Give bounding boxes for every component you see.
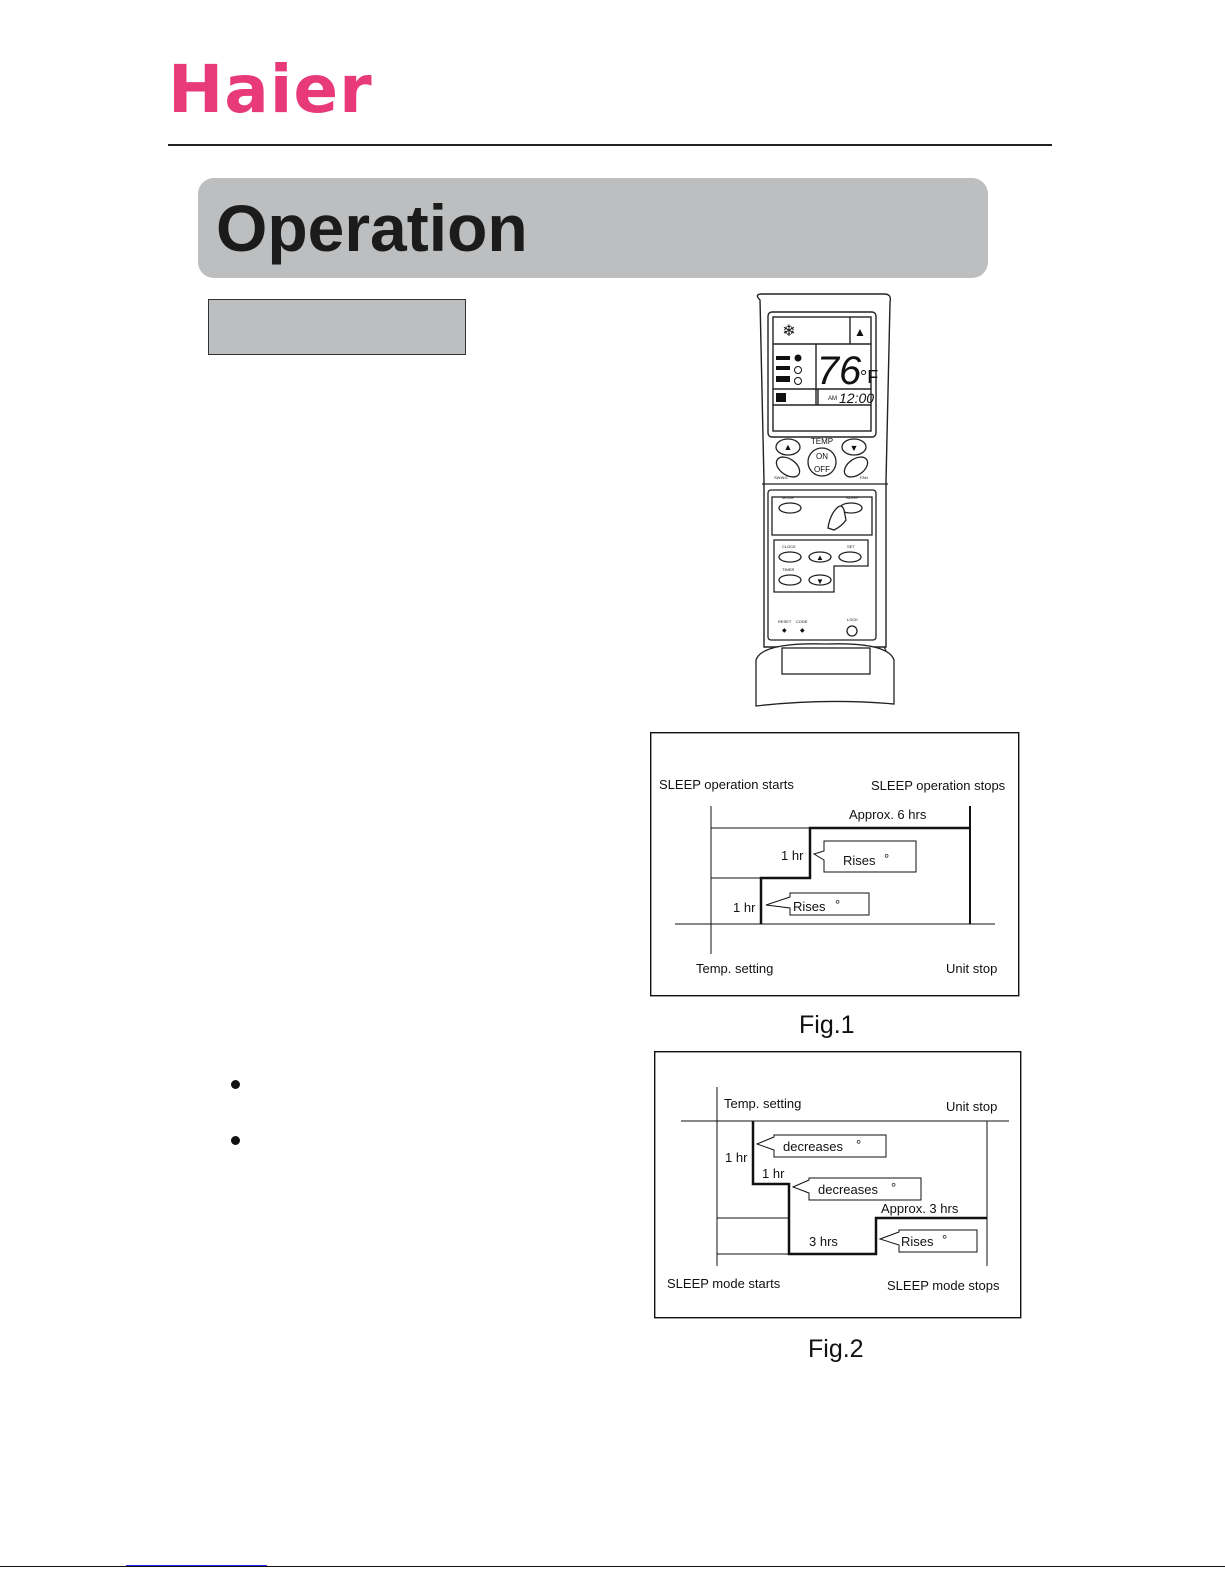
fig1-note-upper: Rises	[843, 853, 876, 868]
footer-link-underline[interactable]	[126, 1565, 267, 1566]
clock-button	[778, 551, 802, 563]
clock-up-button	[808, 551, 832, 563]
fig1-temp-setting-label: Temp. setting	[696, 961, 773, 976]
temp-label: TEMP	[811, 437, 833, 446]
temp-down-button	[841, 438, 867, 456]
fig2-callout-2	[791, 1177, 922, 1201]
fig2-caption: Fig.2	[808, 1335, 864, 1363]
lower-panel	[767, 489, 877, 641]
fig2-duration-label: Approx. 3 hrs	[881, 1201, 959, 1216]
bullet-point	[231, 1080, 240, 1089]
clock-label: CLOCK	[782, 544, 796, 549]
moon-icon	[776, 393, 786, 402]
fig2-step2-label: 1 hr	[762, 1166, 785, 1181]
section-heading-box	[208, 299, 466, 355]
fig2-sleep-heating-diagram: Temp. setting Unit stop 1 hr 1 hr decrea…	[654, 1051, 1022, 1319]
brand-logo: Haier	[168, 51, 373, 128]
fig2-note2: decreases	[818, 1182, 878, 1197]
sleep-label: SLEEP	[846, 495, 859, 500]
fan-label: FAN	[860, 475, 868, 480]
svg-text:▲: ▲	[784, 442, 793, 452]
fig2-callout-3	[878, 1229, 978, 1253]
clock-down-button	[808, 574, 832, 586]
code-label: CODE	[796, 619, 808, 624]
fig2-callout-1	[755, 1134, 887, 1158]
display-am: AM	[828, 396, 837, 402]
fig2-degree3: °	[942, 1232, 947, 1247]
timer-button	[778, 574, 802, 586]
snowflake-icon: ❄	[782, 323, 795, 340]
on-label: ON	[816, 452, 828, 461]
fig1-temperature-step-line	[759, 826, 970, 924]
fig1-degree-lower: °	[835, 897, 840, 912]
fig1-step-upper-label: 1 hr	[781, 848, 804, 863]
fig2-temp-setting-label: Temp. setting	[724, 1096, 801, 1111]
fig2-note3: Rises	[901, 1234, 934, 1249]
fig1-callout-upper	[812, 840, 917, 873]
footer-rule	[0, 1566, 1225, 1567]
lock-label: LOCK	[847, 617, 858, 622]
bullet-point	[231, 1136, 240, 1145]
svg-text:◆: ◆	[800, 628, 805, 634]
page-title: Operation	[216, 191, 528, 265]
swing-label: SWING	[774, 475, 788, 480]
remote-control-illustration: ❄ ▲ 76 °F AM 12:00 ▲ ▼ TEMP ON OFF SWING…	[755, 293, 895, 707]
mode-button	[778, 502, 802, 514]
svg-text:▲: ▲	[816, 553, 824, 562]
on-off-button	[807, 447, 837, 477]
fig1-stop-label: SLEEP operation stops	[871, 778, 1006, 793]
temp-up-button	[775, 438, 801, 456]
set-button	[838, 551, 862, 563]
title-banner	[198, 178, 988, 278]
fig1-caption: Fig.1	[799, 1011, 855, 1039]
fig1-duration-label: Approx. 6 hrs	[849, 807, 927, 822]
fig1-sleep-cooling-diagram: SLEEP operation starts SLEEP operation s…	[650, 732, 1020, 997]
fig2-note1: decreases	[783, 1139, 843, 1154]
svg-text:◆: ◆	[782, 628, 787, 634]
fig2-degree1: °	[856, 1137, 861, 1152]
display-temperature: 76	[817, 349, 862, 393]
fig2-degree2: °	[891, 1180, 896, 1195]
display-unit: °F	[860, 367, 878, 387]
fan-speed-icon: ▲	[854, 325, 866, 339]
fig2-start-label: SLEEP mode starts	[667, 1276, 781, 1291]
fig1-note-lower: Rises	[793, 899, 826, 914]
lock-button	[846, 625, 858, 637]
fig2-unit-stop-label: Unit stop	[946, 1099, 997, 1114]
set-label: SET	[847, 544, 855, 549]
fig1-step-lower-label: 1 hr	[733, 900, 756, 915]
fig2-temperature-step-line	[751, 1121, 987, 1256]
remote-screen	[772, 316, 872, 432]
display-time: 12:00	[839, 390, 874, 406]
timer-label: TIMER	[782, 567, 795, 572]
swing-button	[775, 456, 801, 478]
fig1-start-label: SLEEP operation starts	[659, 777, 794, 792]
header-divider	[168, 144, 1052, 146]
svg-text:▼: ▼	[816, 577, 824, 586]
fig2-step1-label: 1 hr	[725, 1150, 748, 1165]
remote-screen-bezel	[767, 311, 877, 438]
fig2-step3-label: 3 hrs	[809, 1234, 838, 1249]
fig1-callout-lower	[765, 892, 870, 916]
fig2-stop-label: SLEEP mode stops	[887, 1278, 1000, 1293]
off-label: OFF	[814, 465, 830, 474]
fig1-unit-stop-label: Unit stop	[946, 961, 997, 976]
reset-label: RESET	[778, 619, 792, 624]
fan-button	[843, 456, 869, 478]
fig1-degree-upper: °	[884, 851, 889, 866]
pointing-hand-icon	[827, 505, 847, 531]
mode-label: MODE	[782, 495, 794, 500]
svg-text:▼: ▼	[850, 443, 859, 453]
